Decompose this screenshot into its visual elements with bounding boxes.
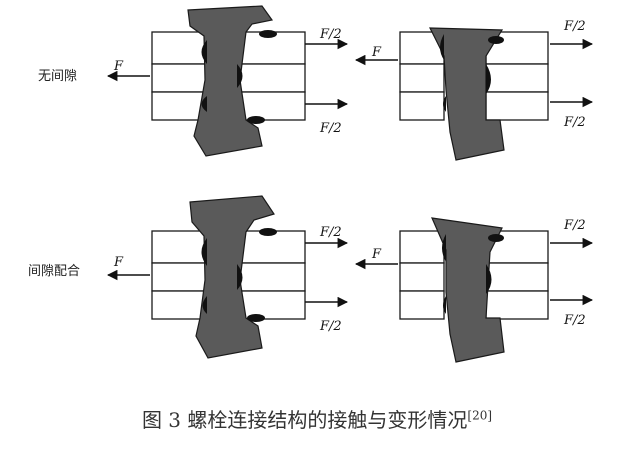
contact-zones bbox=[440, 34, 504, 112]
force-out-bottom-label: F/2 bbox=[319, 319, 342, 334]
force-out-bottom-label: F/2 bbox=[563, 115, 586, 130]
panel-row2-left: F F/2 F/2 bbox=[106, 195, 349, 359]
contact-zones bbox=[201, 30, 277, 124]
plates bbox=[399, 230, 549, 320]
force-out-top-label: F/2 bbox=[319, 225, 342, 240]
plates bbox=[151, 31, 306, 121]
figure-caption: 图 3 螺栓连接结构的接触与变形情况[20] bbox=[0, 404, 634, 433]
panel-row2-right: F F/2 F/2 bbox=[354, 217, 594, 363]
caption-reference: [20] bbox=[467, 408, 493, 423]
force-out-top-label: F/2 bbox=[563, 218, 586, 233]
force-out-bottom-label: F/2 bbox=[319, 121, 342, 136]
bolt bbox=[429, 27, 505, 161]
force-out-top-label: F/2 bbox=[563, 19, 586, 34]
caption-text: 图 3 螺栓连接结构的接触与变形情况 bbox=[141, 408, 468, 432]
contact-zones bbox=[201, 228, 277, 322]
force-out-bottom-label: F/2 bbox=[563, 313, 586, 328]
bolt bbox=[431, 217, 505, 363]
contact-zones bbox=[442, 234, 504, 314]
force-in-label: F bbox=[371, 247, 382, 262]
force-in-label: F bbox=[113, 59, 124, 74]
panel-row1-right: F F/2 F/2 bbox=[354, 19, 594, 161]
plates bbox=[151, 230, 306, 320]
row-label-no-clearance: 无间隙 bbox=[38, 69, 77, 84]
force-in-label: F bbox=[113, 255, 124, 270]
plates bbox=[399, 31, 549, 121]
panel-row1-left: F F/2 F/2 bbox=[106, 5, 349, 157]
force-out-top-label: F/2 bbox=[319, 27, 342, 42]
force-in-label: F bbox=[371, 45, 382, 60]
row-label-clearance-fit: 间隙配合 bbox=[28, 264, 80, 279]
